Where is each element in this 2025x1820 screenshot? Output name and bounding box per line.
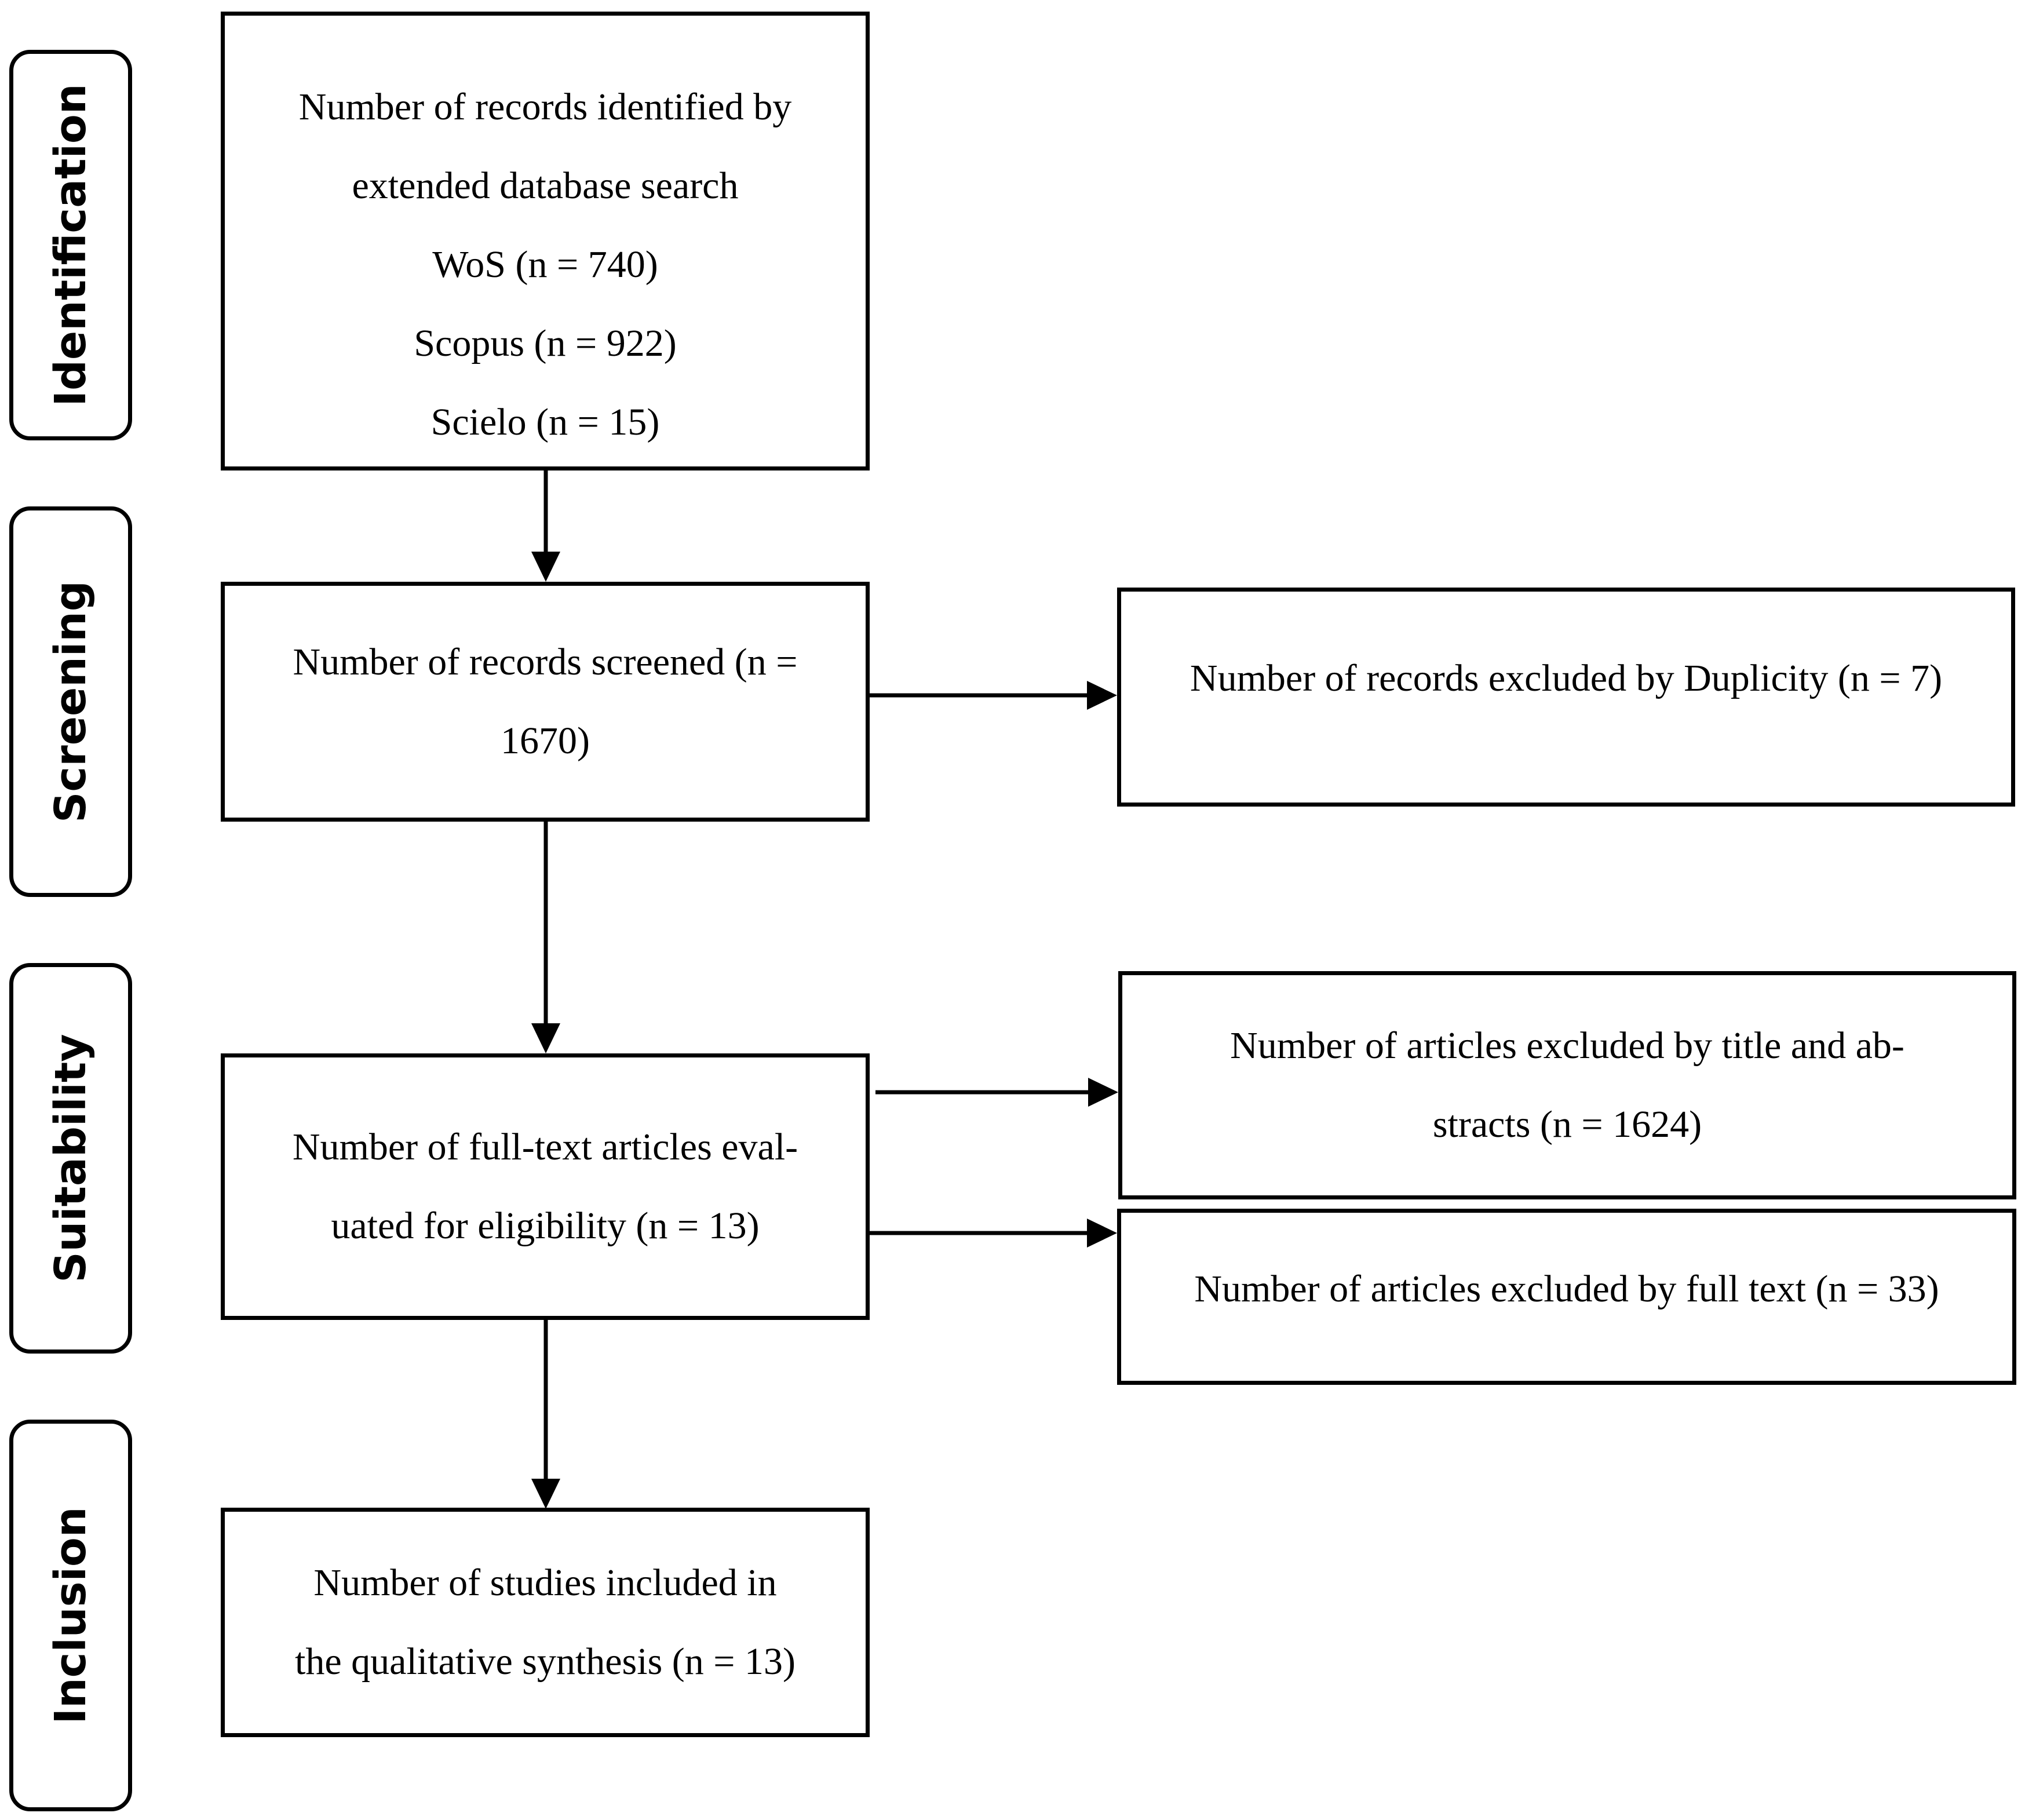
identified-wos-count: WoS (n = 740) — [432, 243, 658, 286]
box-excluded-duplicity: Number of records excluded by Duplicity … — [1117, 588, 2015, 807]
excluded-fulltext-line-1: Number of articles excluded by full text… — [1194, 1268, 1939, 1310]
included-line-1: Number of studies included in — [313, 1562, 777, 1604]
fulltext-evaluated-line-2: uated for eligibility (n = 13) — [331, 1205, 760, 1247]
screened-line-2: 1670) — [501, 720, 590, 762]
excluded-duplicity-line-1: Number of records excluded by Duplicity … — [1190, 657, 1943, 699]
identified-scielo-count: Scielo (n = 15) — [430, 401, 660, 443]
identified-line-1: Number of records identified by — [298, 86, 792, 128]
identified-scopus-count: Scopus (n = 922) — [414, 322, 677, 364]
arrowhead-right-3 — [1087, 1219, 1117, 1248]
arrowhead-right-2 — [1088, 1078, 1118, 1107]
arrowhead-down-1 — [531, 552, 560, 582]
stage-inclusion: Inclusion — [9, 1420, 132, 1811]
arrowhead-right-1 — [1087, 681, 1117, 710]
box-excluded-title-abstract: Number of articles excluded by title and… — [1118, 971, 2016, 1199]
included-line-2: the qualitative synthesis (n = 13) — [295, 1640, 796, 1683]
arrowhead-down-2 — [531, 1023, 560, 1053]
excluded-title-abstract-line-2: stracts (n = 1624) — [1432, 1103, 1702, 1146]
box-fulltext-evaluated: Number of full-text articles eval- uated… — [221, 1053, 870, 1320]
box-studies-included: Number of studies included in the qualit… — [221, 1508, 870, 1737]
box-records-identified: Number of records identified by extended… — [221, 12, 870, 470]
screened-line-1: Number of records screened (n = — [293, 641, 798, 683]
box-records-screened: Number of records screened (n = 1670) — [221, 582, 870, 822]
identified-line-2: extended database search — [352, 165, 739, 207]
stage-identification: Identification — [9, 50, 132, 440]
stage-suitability: Suitability — [9, 963, 132, 1354]
box-excluded-fulltext: Number of articles excluded by full text… — [1117, 1209, 2016, 1385]
stage-screening: Screening — [9, 506, 132, 897]
arrowhead-down-3 — [531, 1479, 560, 1509]
excluded-title-abstract-line-1: Number of articles excluded by title and… — [1230, 1024, 1904, 1067]
fulltext-evaluated-line-1: Number of full-text articles eval- — [292, 1126, 798, 1168]
